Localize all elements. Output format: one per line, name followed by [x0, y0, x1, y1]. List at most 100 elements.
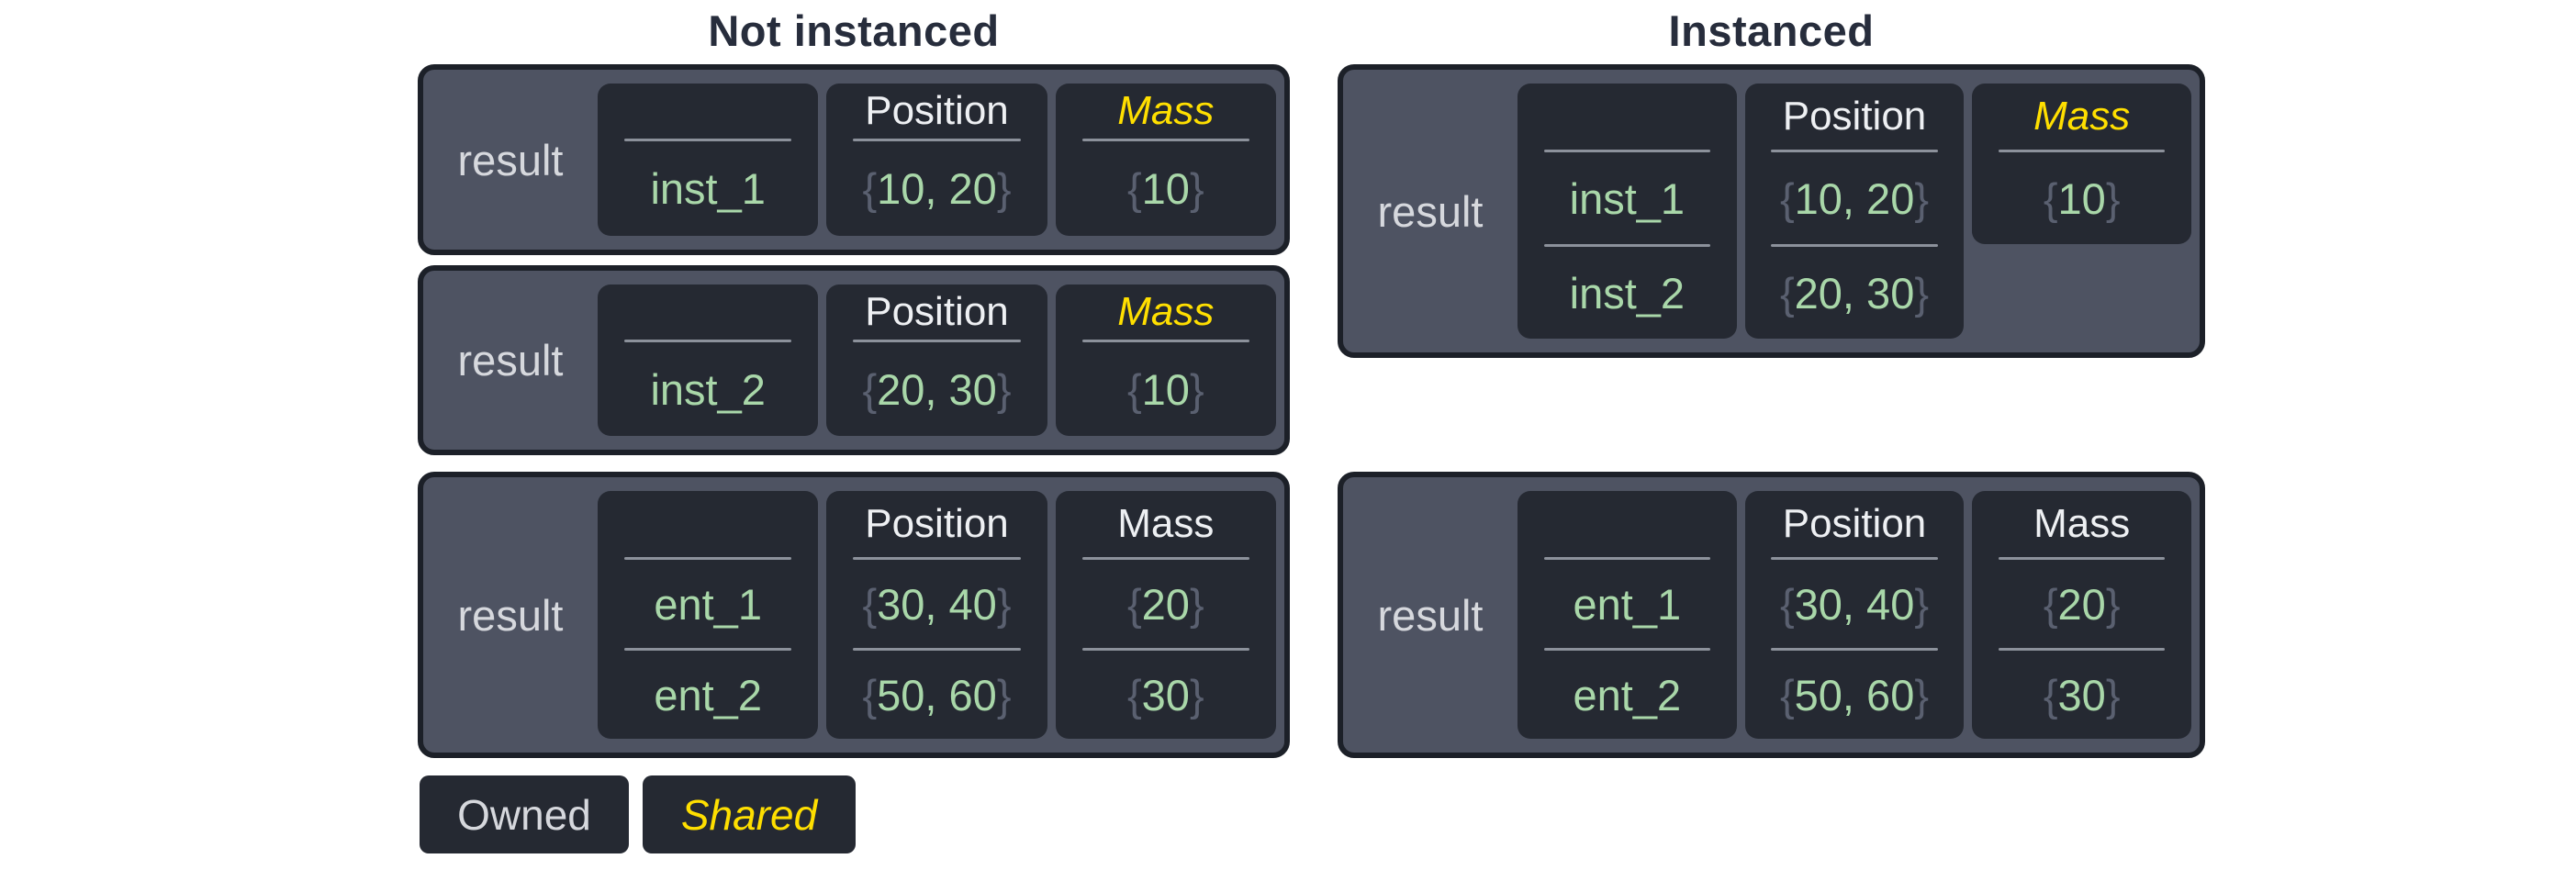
position-value: {20, 30} [1745, 247, 1965, 339]
value-text: 10 [1141, 364, 1190, 414]
position-value: {10, 20} [826, 141, 1047, 236]
brace-open: { [1126, 164, 1142, 213]
columns-container: ent_1 ent_2 Position {30, 40} {50, 60} M… [1518, 477, 2200, 753]
brace-close: } [1189, 364, 1204, 414]
entity-column: inst_2 [598, 284, 819, 436]
position-header: Position [865, 501, 1009, 546]
entity-id: inst_2 [1569, 268, 1686, 318]
brace-open: { [1126, 579, 1142, 629]
row-divider [1081, 648, 1250, 651]
entity-column: ent_1 ent_2 [1518, 491, 1737, 739]
mass-column: Mass {10} [1055, 284, 1276, 436]
entity-column-header-empty [598, 84, 818, 139]
position-column: Position {10, 20} {20, 30} [1744, 84, 1965, 339]
brace-close: } [1914, 268, 1930, 318]
result-box-entities: result ent_1 ent_2 Position {30, 40} {50… [418, 472, 1290, 758]
position-column: Position {10, 20} [826, 84, 1047, 236]
section-title-not-instanced: Not instanced [708, 6, 1000, 55]
entity-column: ent_1 ent_2 [598, 491, 819, 739]
header-divider [853, 340, 1021, 342]
entity-id: inst_2 [650, 364, 766, 414]
header-divider [1771, 557, 1938, 560]
result-box-inst-2: result inst_2 Position {20, 30} Mass {10… [418, 265, 1290, 455]
mass-value: {10} [1056, 342, 1276, 436]
brace-close: } [996, 364, 1012, 414]
result-label: result [1377, 590, 1484, 640]
result-label: result [457, 590, 564, 640]
brace-open: { [2043, 579, 2058, 629]
entity-id: ent_2 [1573, 670, 1682, 719]
entity-id: inst_1 [1569, 173, 1686, 223]
mass-column: Mass {10} [1055, 84, 1276, 236]
brace-close: } [996, 670, 1012, 719]
value-text: 10 [2057, 173, 2106, 223]
brace-open: { [1779, 268, 1795, 318]
mass-value: {20} [1056, 560, 1276, 648]
entity-id: inst_1 [650, 164, 766, 213]
value-text: 20, 30 [1794, 268, 1915, 318]
brace-open: { [862, 670, 878, 719]
row-divider [853, 648, 1021, 651]
row-divider [1771, 648, 1938, 651]
header-divider [1543, 557, 1711, 560]
mass-header: Mass [1117, 501, 1215, 546]
brace-open: { [1126, 670, 1142, 719]
mass-value: {30} [1972, 651, 2191, 739]
brace-close: } [996, 579, 1012, 629]
brace-close: } [996, 164, 1012, 213]
mass-header: Mass [2033, 94, 2131, 139]
header-divider [1998, 557, 2166, 560]
value-text: 50, 60 [1794, 670, 1915, 719]
position-value: {30, 40} [1745, 560, 1965, 648]
value-text: 50, 60 [877, 670, 997, 719]
brace-open: { [1126, 364, 1142, 414]
row-divider [1998, 648, 2166, 651]
entity-id: ent_1 [654, 579, 762, 629]
columns-container: inst_1 Position {10, 20} Mass {10} [598, 70, 1284, 250]
header-divider [623, 139, 792, 141]
mass-column: Mass {20} {30} [1055, 491, 1276, 739]
value-text: 20 [1141, 579, 1190, 629]
mass-value: {20} [1972, 560, 2191, 648]
value-text: 30 [2057, 670, 2106, 719]
brace-open: { [1779, 173, 1795, 223]
header-divider [623, 557, 792, 560]
value-text: 10 [1141, 164, 1190, 213]
columns-container: inst_1 inst_2 Position {10, 20} {20, 30}… [1518, 70, 2200, 352]
header-divider [1081, 139, 1250, 141]
position-header: Position [1782, 94, 1927, 139]
header-divider [1081, 557, 1250, 560]
position-value: {20, 30} [826, 342, 1047, 436]
result-label: result [457, 135, 564, 184]
result-box-instanced: result inst_1 inst_2 Position {10, 20} {… [1338, 64, 2205, 358]
position-header: Position [1782, 501, 1927, 546]
mass-value: {30} [1056, 651, 1276, 739]
header-divider [623, 340, 792, 342]
header-divider [853, 139, 1021, 141]
header-divider [1998, 150, 2166, 152]
brace-close: } [1914, 579, 1930, 629]
position-column: Position {30, 40} {50, 60} [1744, 491, 1965, 739]
header-divider [1543, 150, 1711, 152]
brace-open: { [1779, 670, 1795, 719]
brace-open: { [2043, 173, 2058, 223]
position-header: Position [865, 88, 1009, 133]
mass-header: Mass [2033, 501, 2131, 546]
brace-close: } [2105, 173, 2121, 223]
position-value: {30, 40} [826, 560, 1047, 648]
value-text: 20, 30 [877, 364, 997, 414]
position-header: Position [865, 289, 1009, 334]
mass-header: Mass [1117, 289, 1215, 334]
result-box-entities-instanced: result ent_1 ent_2 Position {30, 40} {50… [1338, 472, 2205, 758]
brace-open: { [862, 579, 878, 629]
value-text: 30, 40 [877, 579, 997, 629]
entity-column: inst_1 [598, 84, 819, 236]
mass-column-shared: Mass {10} [1972, 84, 2192, 244]
brace-close: } [2105, 579, 2121, 629]
brace-close: } [2105, 670, 2121, 719]
brace-close: } [1914, 173, 1930, 223]
value-text: 30, 40 [1794, 579, 1915, 629]
header-divider [853, 557, 1021, 560]
entity-id: ent_2 [654, 670, 762, 719]
mass-column: Mass {20} {30} [1972, 491, 2192, 739]
